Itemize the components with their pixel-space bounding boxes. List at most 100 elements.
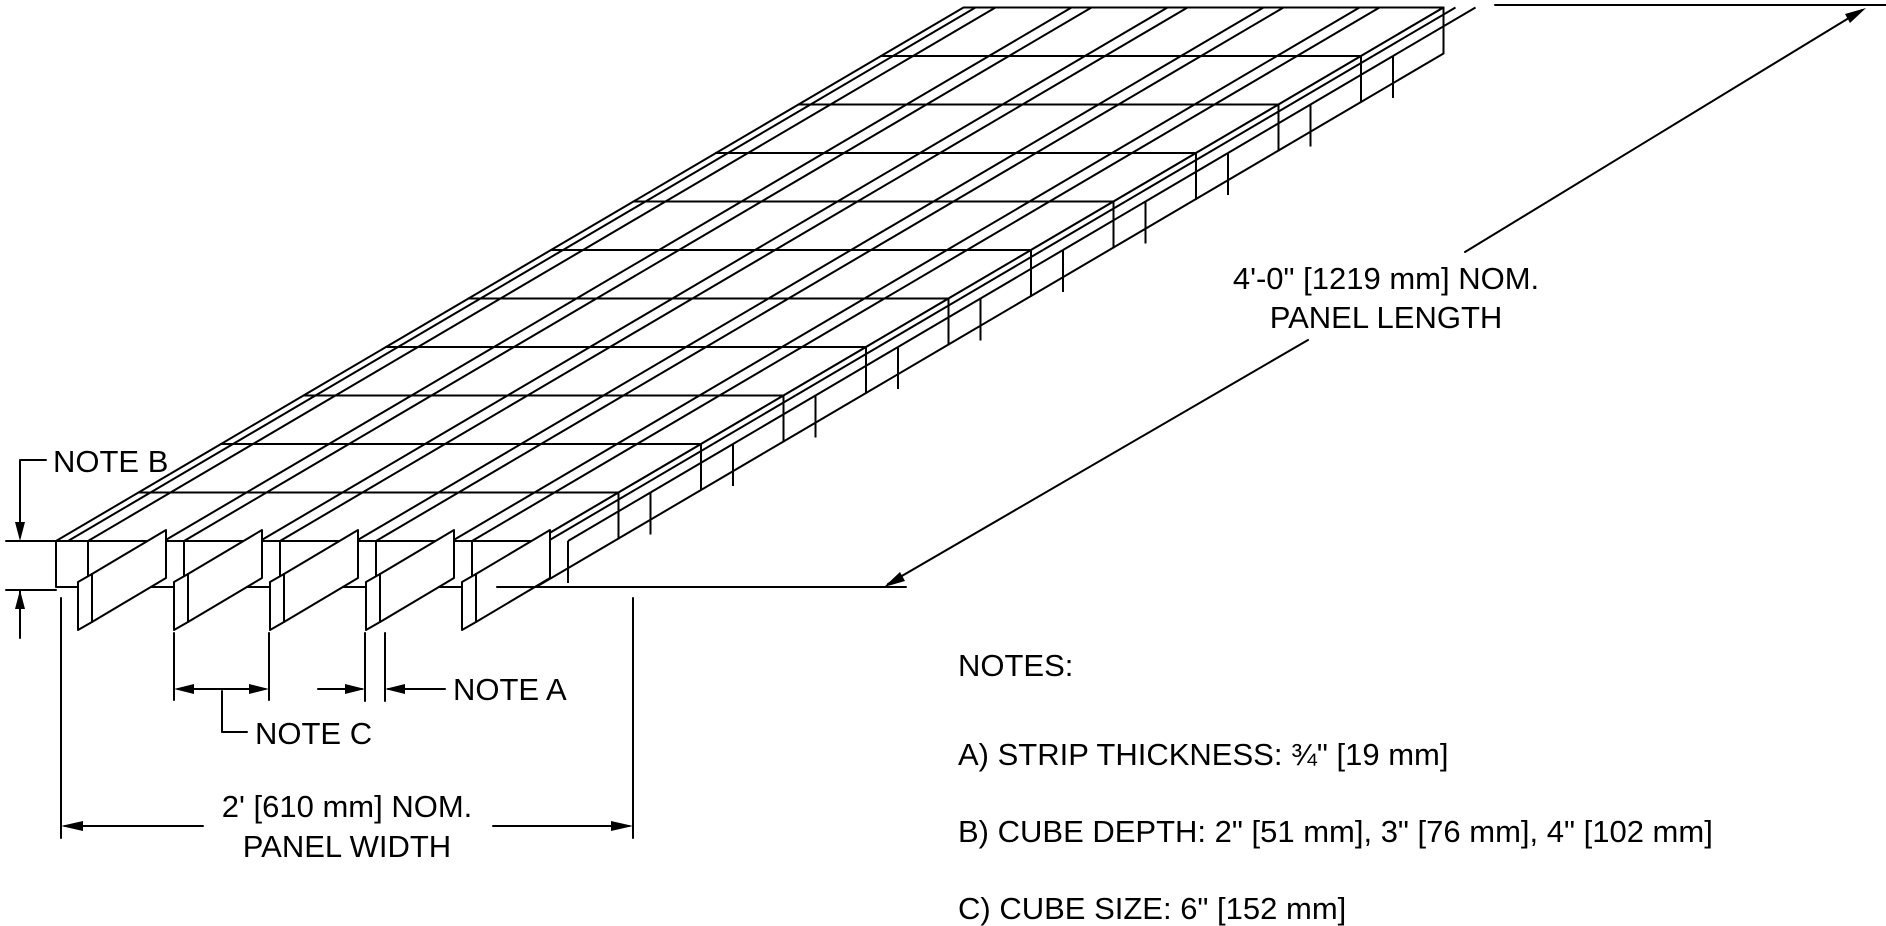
grating-cross-strip <box>979 249 1064 300</box>
grating-cross-strip <box>658 200 743 251</box>
grating-cross-strip <box>649 443 734 494</box>
grating-cross-strip <box>506 346 591 397</box>
grating-cross-strip <box>1372 6 1457 57</box>
grating-strip-end-side <box>379 529 455 623</box>
grating-row-top <box>302 346 867 397</box>
grating-cross-strip <box>1227 103 1312 154</box>
grating-cross-strip <box>1021 55 1106 106</box>
grating-cross-strip <box>87 491 172 542</box>
grating-cross-strip <box>259 491 344 542</box>
arrow-up-icon <box>15 590 25 609</box>
grating-row-top <box>220 394 785 445</box>
grating-cross-strip <box>836 152 921 203</box>
grating-cross-strip <box>232 394 317 445</box>
grating-cross-strip <box>67 491 152 542</box>
grating-cross-strip <box>348 394 433 445</box>
arrow-right-icon <box>611 821 633 831</box>
grating-cross-strip <box>939 103 1024 154</box>
arrow-down-icon <box>15 522 25 541</box>
grating-strip-end <box>77 573 93 631</box>
grating-cross-strip <box>1193 55 1278 106</box>
grating-cross-strip <box>479 249 564 300</box>
grating-cross-strip <box>410 346 495 397</box>
grating-cross-strip <box>1289 55 1374 106</box>
grating-row-top <box>715 103 1280 154</box>
grating-cross-strip <box>1097 55 1182 106</box>
note-b-text: B) CUBE DEPTH: 2" [51 mm], 3" [76 mm], 4… <box>958 814 1713 849</box>
note-a-label: NOTE A <box>453 672 567 707</box>
grating-cross-strip <box>1062 200 1147 251</box>
grating-cross-strip <box>252 394 337 445</box>
grating-cross-strip <box>952 152 1037 203</box>
grating-cross-strip <box>919 103 1004 154</box>
grating-cross-strip <box>843 103 928 154</box>
grating-cross-strip <box>727 103 812 154</box>
grating-cross-strip <box>341 443 426 494</box>
grating-cross-strip <box>732 394 817 445</box>
grating-cross-strip <box>705 297 790 348</box>
grating-cross-strip <box>718 346 803 397</box>
panel-length-dimension: 4'-0" [1219 mm] NOM. PANEL LENGTH <box>496 4 1886 588</box>
grating-cross-strip <box>712 394 797 445</box>
arrow-left-icon <box>385 684 405 694</box>
notes-heading: NOTES: <box>958 648 1074 683</box>
grating-row-top <box>880 6 1445 57</box>
grating-cross-strip <box>1200 6 1285 57</box>
grating-cross-strip <box>437 443 522 494</box>
grating-cross-strip <box>520 394 605 445</box>
arrow-left-icon <box>61 821 83 831</box>
depth-dimension: NOTE B <box>5 444 168 639</box>
grating-cross-strip <box>1296 6 1381 57</box>
grating-cross-strip <box>892 6 977 57</box>
grating-row-top <box>385 297 950 348</box>
grating-cross-strip <box>616 394 701 445</box>
grating-cross-strip <box>870 200 955 251</box>
grating-cross-strip <box>553 443 638 494</box>
grating-cross-strip <box>760 152 845 203</box>
grating-row-top <box>632 152 1197 203</box>
grating-strip-end <box>269 573 285 631</box>
width-dimension-line1: 2' [610 mm] NOM. <box>222 789 473 824</box>
arrow-down-left-icon <box>884 572 905 587</box>
grating-cross-strip <box>774 200 859 251</box>
grating-cross-strip <box>685 297 770 348</box>
grating-cross-strip <box>575 249 660 300</box>
grating-cross-strip <box>767 249 852 300</box>
grating-cross-strip <box>471 491 556 542</box>
grating-cross-strip <box>883 249 968 300</box>
grating-cross-strip <box>602 346 687 397</box>
grating-cross-strip <box>595 249 680 300</box>
grating-cross-strip <box>988 6 1073 57</box>
grating-cross-strip <box>567 491 652 542</box>
strip-thickness-dimension: NOTE A <box>317 632 567 707</box>
grating-cross-strip <box>740 152 825 203</box>
grating-cross-strip <box>671 249 756 300</box>
grating-strip-end <box>461 573 477 631</box>
grating-cross-strip <box>809 55 894 106</box>
grating-cross-strip <box>314 346 399 397</box>
grating-panel-drawing: NOTE B NOTE A NOTE C 2' [610 mm] NOM. PA… <box>5 4 1886 864</box>
note-c-label: NOTE C <box>255 716 372 751</box>
grating-cross-strip <box>1048 152 1133 203</box>
grating-cross-strip <box>526 346 611 397</box>
grating-cross-strip <box>265 443 350 494</box>
grating-cross-strip <box>493 297 578 348</box>
grating-cross-strip <box>375 491 460 542</box>
grating-cross-strip <box>397 297 482 348</box>
grating-cross-strip <box>691 249 776 300</box>
grating-cross-strip <box>801 297 886 348</box>
grating-cross-strip <box>664 152 749 203</box>
grating-cross-strip <box>609 297 694 348</box>
grating-cross-strip <box>361 443 446 494</box>
note-c-text: C) CUBE SIZE: 6" [152 mm] <box>958 891 1347 926</box>
grating-cross-strip <box>1144 152 1229 203</box>
grating-cross-strip <box>897 297 982 348</box>
grating-cross-strip <box>513 297 598 348</box>
grating-cross-strip <box>678 200 763 251</box>
grating-row-top <box>467 249 1032 300</box>
grating-cross-strip <box>334 346 419 397</box>
grating-row-top <box>797 55 1362 106</box>
grating-cross-strip <box>1309 55 1394 106</box>
grating-cross-strip <box>1001 55 1086 106</box>
grating-cross-strip <box>1084 6 1169 57</box>
